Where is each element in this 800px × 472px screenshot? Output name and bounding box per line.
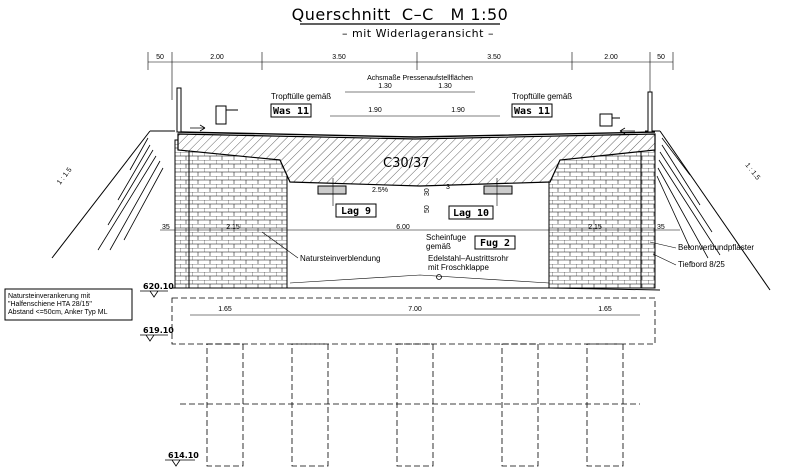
outlet-text-1: Edelstahl–Austrittsrohr — [428, 254, 509, 263]
stone-facing: Natursteinverblendung — [300, 254, 381, 263]
dim-50-left: 50 — [156, 54, 164, 61]
dim-350-right: 3.50 — [487, 54, 501, 61]
joint-text-2: gemäß — [426, 242, 451, 251]
dim-3: 3 — [446, 184, 450, 191]
fug-box — [474, 235, 516, 250]
anchor-note-line-3: Abstand <=50cm, Anker Typ ML — [8, 309, 108, 316]
abutment-right — [548, 139, 656, 289]
curb-label: Tiefbord 8/25 — [678, 260, 725, 269]
embankment-left — [51, 130, 175, 259]
abut-dim-left: 2.15 — [226, 224, 240, 231]
embankment-right — [645, 130, 771, 291]
drip-label-right: Tropftülle gemäß — [512, 92, 572, 101]
abutment-left-column — [174, 139, 190, 289]
dim-200-right: 2.00 — [604, 54, 618, 61]
drawing-subtitle: – mit Widerlageransicht – — [342, 27, 494, 40]
drain-left — [215, 105, 238, 125]
dim-50: 50 — [424, 205, 431, 213]
arrow-left — [190, 124, 206, 132]
arrow-right — [619, 127, 635, 135]
bearing-left — [317, 185, 347, 195]
level-619-marker — [140, 334, 168, 342]
abutment-right-column — [640, 139, 656, 289]
axis-label: Achsmaße Pressenaufstellflächen — [367, 75, 473, 82]
bearing-dim-right: 1.90 — [451, 107, 465, 114]
ground-line — [172, 287, 661, 291]
foundation-slab — [171, 297, 656, 345]
level-619-10: 619.10 — [143, 326, 174, 335]
outlet-pipe — [436, 274, 442, 280]
bearing-dim-left: 1.90 — [368, 107, 382, 114]
drawing-title: Querschnitt C–C M 1:50 — [292, 5, 509, 24]
joint-text-1: Scheinfuge — [426, 233, 467, 242]
anchor-note-line-1: Natursteinverankerung mit — [8, 293, 90, 300]
slope-value: 2.5% — [372, 187, 388, 194]
dim-35-right: 35 — [657, 224, 665, 231]
found-dim-left: 1.65 — [218, 306, 232, 313]
axis-dim-right: 1.30 — [438, 83, 452, 90]
bearing-right — [483, 185, 513, 195]
concrete-grade: C30/37 — [383, 156, 430, 171]
slope-left: 1 : 1.5 — [56, 167, 74, 187]
was-label-right: Was 11 — [514, 106, 550, 117]
piles — [180, 343, 640, 467]
abut-dim-right: 2.15 — [588, 224, 602, 231]
dim-30: 30 — [424, 188, 431, 196]
dim-35-left: 35 — [162, 224, 170, 231]
abutment-left — [174, 139, 288, 289]
drain-right — [599, 113, 620, 127]
fug-label: Fug 2 — [480, 238, 510, 249]
was-box-right — [511, 103, 553, 118]
lag-label-right: Lag 10 — [453, 208, 489, 219]
terrain-line — [289, 274, 550, 284]
was-label-left: Was 11 — [273, 106, 309, 117]
drip-label-left: Tropftülle gemäß — [271, 92, 331, 101]
level-620-10: 620.10 — [143, 282, 174, 291]
anchor-note-box — [4, 288, 133, 321]
lag-box-right — [448, 205, 494, 220]
deck-slab — [177, 133, 656, 187]
lag-box-left — [335, 203, 377, 218]
level-620-marker — [140, 290, 168, 298]
railing-post-right — [647, 91, 653, 133]
outlet-text-2: mit Froschklappe — [428, 263, 489, 272]
level-614-marker — [165, 459, 195, 467]
dim-350-left: 3.50 — [332, 54, 346, 61]
deck-surface — [177, 131, 656, 138]
paver-label: Betonverbundpflaster — [678, 243, 754, 252]
found-dim-mid: 7.00 — [408, 306, 422, 313]
dim-200-left: 2.00 — [210, 54, 224, 61]
level-614-10: 614.10 — [168, 451, 199, 460]
slope-right: 1 : 1.5 — [743, 162, 761, 182]
railing-post-left — [176, 87, 182, 133]
span-dim: 6.00 — [396, 224, 410, 231]
lag-label-left: Lag 9 — [341, 206, 371, 217]
anchor-note-line-2: "Halfenschiene HTA 28/15" — [8, 301, 92, 308]
top-dimension-chain: 50 2.00 3.50 3.50 2.00 50 — [147, 52, 674, 100]
axis-dim-left: 1.30 — [378, 83, 392, 90]
found-dim-right: 1.65 — [598, 306, 612, 313]
was-box-left — [270, 103, 312, 118]
dim-50-right: 50 — [657, 54, 665, 61]
